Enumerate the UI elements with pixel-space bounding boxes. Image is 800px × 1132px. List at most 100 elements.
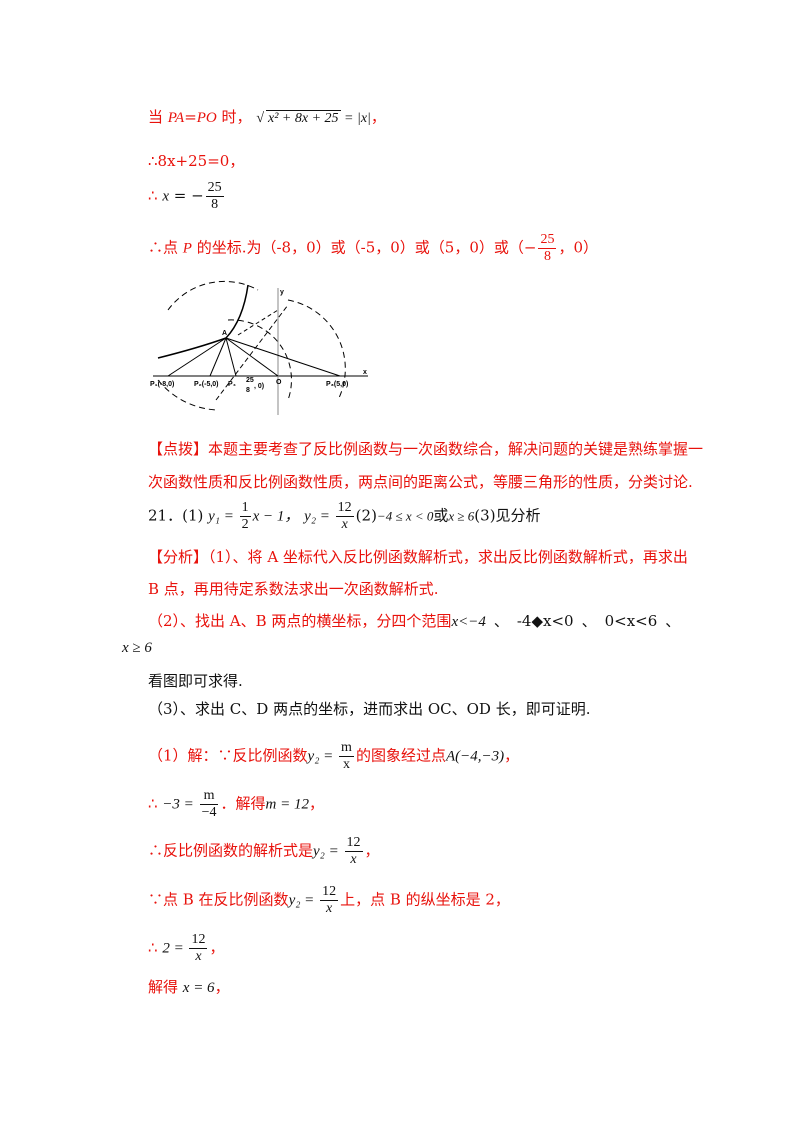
label-p4: P₄ <box>228 381 236 388</box>
question-number: 21．(1) <box>148 506 209 525</box>
var-x: x <box>162 188 169 205</box>
label-frac-den: 8 <box>246 387 250 394</box>
denominator: −4 <box>201 805 217 820</box>
denominator: x <box>342 757 350 772</box>
sqrt-expression: √x² + 8x + 25 = |x| <box>256 110 371 126</box>
numerator: 25 <box>205 180 224 197</box>
tip-line-1: 【点拨】本题主要考查了反比例函数与一次函数综合，解决问题的关键是熟练掌握一 <box>148 438 703 459</box>
denominator: 2 <box>241 517 249 532</box>
dashed-line <box>215 304 289 401</box>
label-o: O <box>276 379 282 386</box>
inequality-1: −4 ≤ x < 0 <box>376 508 434 524</box>
fraction-m-neg4: m−4 <box>199 788 219 821</box>
numerator: 12 <box>344 835 363 852</box>
numerator: 12 <box>335 500 354 517</box>
var-pa: PA <box>167 110 185 126</box>
text-suffix: 时， <box>216 108 252 126</box>
numerator: 12 <box>320 884 339 901</box>
geometry-figure: A x y P₁(-8,0) P₂(-5,0) P₄ 25 8 , 0) O P… <box>150 280 368 415</box>
dashed-circle-mid <box>227 319 292 401</box>
range-3: 0<x<6 <box>604 612 658 630</box>
solve-prefix: 解得 <box>148 978 183 996</box>
segment-a-p2 <box>209 337 227 377</box>
text-end: ， <box>370 108 386 126</box>
analysis-line-5: 看图即可求得. <box>148 670 243 691</box>
analysis-bracket: 【分析】 <box>148 548 209 566</box>
solution-prefix: ∵点 B 在反比例函数 <box>148 890 289 909</box>
range-1: x<−4 <box>451 614 486 630</box>
analysis-line-1: 【分析】（1）、将 A 坐标代入反比例函数解析式，求出反比例函数解析式，再求出 <box>148 546 688 567</box>
denominator: 8 <box>211 197 219 212</box>
therefore-point: ∴点 <box>148 238 183 257</box>
line-end: ， <box>209 938 225 957</box>
equals: = − <box>168 186 204 205</box>
figure-circles <box>157 280 346 411</box>
part-3-text: (3)见分析 <box>474 506 541 525</box>
numerator: m <box>199 788 219 805</box>
y2-label: y₂ = <box>313 843 343 860</box>
coordinates-text: 的坐标.为（-8，0）或（-5，0）或（5，0）或（− <box>191 238 537 257</box>
denominator: x <box>325 901 333 916</box>
y1-label: y₁ = <box>208 508 238 525</box>
denominator: x <box>350 852 357 867</box>
analysis-text-5: 看图即可求得. <box>148 672 243 690</box>
y2-label: y₂ = <box>288 892 319 909</box>
line-end: ， <box>214 978 230 996</box>
solution-prefix: （1）解：∵反比例函数 <box>148 746 308 765</box>
label-frac-tail: , 0) <box>254 383 264 390</box>
therefore: ∴ <box>148 938 163 957</box>
numerator: m <box>339 740 354 757</box>
denominator: 8 <box>543 249 551 264</box>
label-p2: P₂(-5,0) <box>194 381 219 388</box>
solve-text: ．解得 <box>220 794 266 813</box>
sqrt-radicand: x² + 8x + 25 <box>266 110 341 126</box>
y2-label: y₂ = <box>307 748 338 765</box>
analysis-text-3: （2）、找出 A、B 两点的横坐标，分四个范围 <box>148 612 452 630</box>
range-4: x ≥ 6 <box>122 640 152 656</box>
label-frac-num: 25 <box>246 377 254 384</box>
therefore: ∴ <box>148 186 163 205</box>
y2-label: y₂ = <box>304 508 334 525</box>
result-x: x = 6 <box>182 980 215 996</box>
lhs: 2 = <box>162 940 188 957</box>
analysis-line-6: （3）、求出 C、D 两点的坐标，进而求出 OC、OD 长，即可证明. <box>148 698 591 719</box>
solution-line-2: ∴ −3 = m−4．解得m = 12， <box>148 788 324 821</box>
analysis-text-2: B 点，再用待定系数法求出一次函数解析式. <box>148 580 439 598</box>
sep-3: 、 <box>665 612 681 630</box>
label-a: A <box>222 330 227 337</box>
point-a: A(−4,−3) <box>445 748 505 765</box>
dashed-circle-right <box>287 299 346 401</box>
part-2-label: (2) <box>355 506 377 525</box>
segment-a-p3 <box>225 337 341 377</box>
therefore: ∴ <box>148 794 163 813</box>
analysis-line-2: B 点，再用待定系数法求出一次函数解析式. <box>148 578 439 599</box>
inequality-2: x ≥ 6 <box>448 508 475 524</box>
solution-mid: 的图象经过点 <box>355 746 446 765</box>
numerator: 12 <box>189 932 208 949</box>
solution-prefix: ∴反比例函数的解析式是 <box>148 841 314 860</box>
line-end: ， <box>308 794 324 813</box>
tip-text: 本题主要考查了反比例函数与一次函数综合，解决问题的关键是熟练掌握一 <box>208 440 704 458</box>
segments <box>167 304 341 401</box>
tip-text-2: 次函数性质和反比例函数性质，两点间的距离公式，等腰三角形的性质，分类讨论. <box>148 473 693 491</box>
result-m: m = 12 <box>265 796 309 813</box>
segment-a-p4 <box>225 337 237 377</box>
label-p1: P₁(-8,0) <box>150 381 174 388</box>
var-p: P <box>182 240 192 257</box>
range-2: -4◆x<0 <box>516 612 574 630</box>
denominator: x <box>195 949 202 964</box>
label-y: y <box>280 289 284 296</box>
numerator: 1 <box>239 500 251 517</box>
dashed-arc-left <box>167 280 259 311</box>
dashed-arc-bottom <box>157 379 219 411</box>
